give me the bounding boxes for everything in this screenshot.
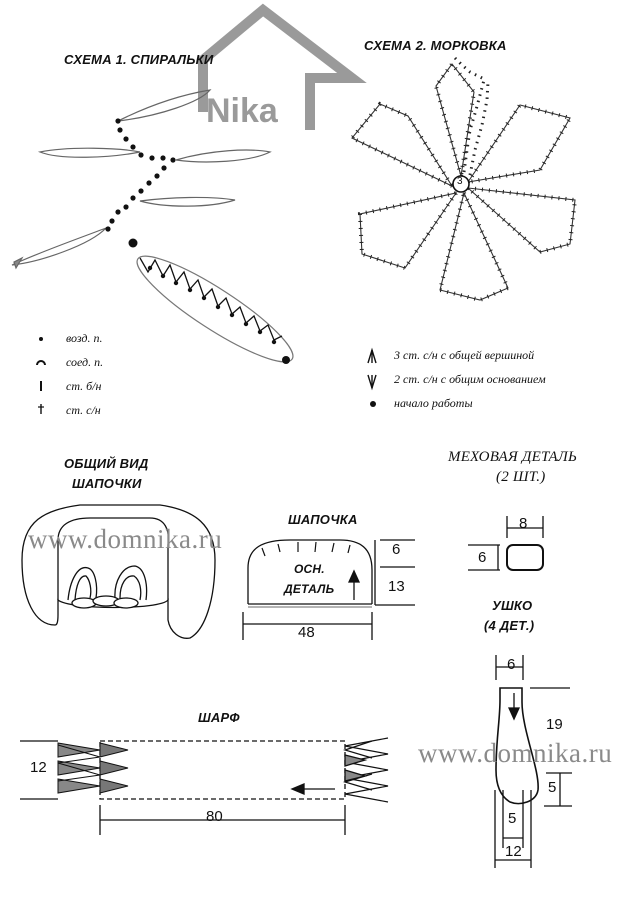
scarf-drawing: [20, 737, 389, 835]
logo-house-outline: [198, 3, 367, 130]
carrot-legend-symbols: [367, 347, 377, 407]
legend-chain-label: возд. п.: [66, 331, 103, 345]
ear-drawing: [494, 655, 572, 868]
ear-dim-length: 19: [546, 716, 563, 733]
carrot-center-label: 3: [457, 176, 463, 187]
ear-dim-side: 5: [548, 779, 557, 796]
legend-slip-stitch-label: соед. п.: [66, 355, 104, 369]
ear-dim-bottom-inner: 5: [508, 810, 517, 827]
hat-dim-side: 13: [388, 578, 405, 595]
watermark-top: www.domnika.ru: [28, 524, 223, 554]
scarf-dim-height: 12: [30, 759, 47, 776]
spiral-scheme-diagram: [11, 89, 294, 414]
scarf-dim-length: 80: [206, 808, 223, 825]
fur-part-drawing: [468, 516, 544, 571]
ear-title-line1: УШКО: [492, 598, 533, 613]
hat-title: ШАПОЧКА: [288, 512, 358, 527]
hat-dim-width: 48: [298, 624, 315, 641]
legend-single-crochet-label: ст. б/н: [66, 379, 102, 393]
legend-start-label: начало работы: [394, 396, 473, 410]
carrot-scheme-diagram: [348, 56, 578, 303]
fur-dim-top: 8: [519, 515, 528, 532]
fur-dim-left: 6: [478, 549, 487, 566]
fur-title-line1: МЕХОВАЯ ДЕТАЛЬ: [448, 449, 578, 465]
fur-title-line2: (2 ШТ.): [496, 469, 546, 485]
spiral-scheme-title: СХЕМА 1. СПИРАЛЬКИ: [64, 52, 214, 67]
logo-text: Nika: [206, 92, 278, 130]
legend-cluster-top-label: 3 ст. с/н с общей вершиной: [394, 348, 535, 362]
legend-cluster-base-label: 2 ст. с/н с общим основанием: [394, 372, 546, 386]
scarf-title: ШАРФ: [198, 710, 240, 725]
hat-main-part-drawing: [242, 539, 415, 640]
ear-title-line2: (4 ДЕТ.): [484, 618, 535, 633]
legend-double-crochet-label: ст. с/н: [66, 403, 101, 417]
hat-dim-top: 6: [392, 541, 401, 558]
hat-part-line2: ДЕТАЛЬ: [284, 582, 335, 596]
ear-dim-top: 6: [507, 656, 516, 673]
overview-title-line1: ОБЩИЙ ВИД: [64, 456, 149, 471]
ear-dim-bottom: 12: [505, 843, 522, 860]
watermark-bottom: www.domnika.ru: [418, 738, 613, 768]
hat-part-line1: ОСН.: [294, 562, 325, 576]
overview-title-line2: ШАПОЧКИ: [72, 476, 142, 491]
carrot-scheme-title: СХЕМА 2. МОРКОВКА: [364, 38, 507, 53]
hat-overview-drawing: [21, 504, 216, 639]
